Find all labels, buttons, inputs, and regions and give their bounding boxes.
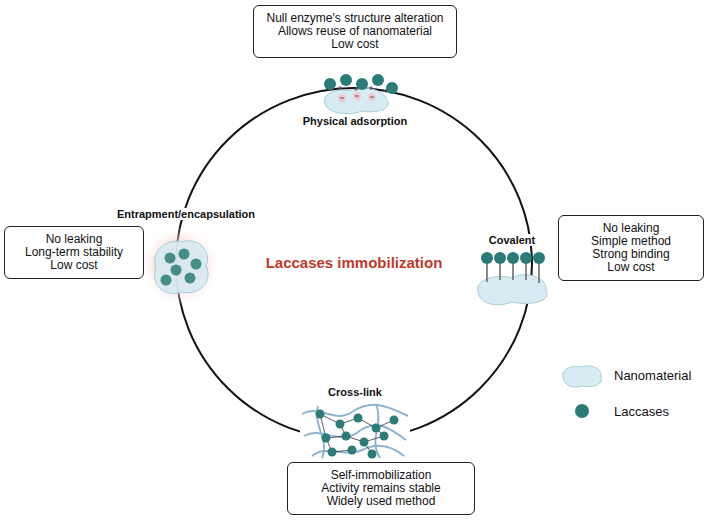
benefit-text: Null enzyme's structure alteration	[261, 12, 449, 25]
benefit-text: Allows reuse of nanomaterial	[261, 25, 449, 38]
nanomaterial-swatch	[563, 366, 602, 387]
benefit-text: Low cost	[566, 261, 696, 274]
benefit-box: Self-immobilizationActivity remains stab…	[287, 462, 475, 515]
benefit-box: No leakingLong-term stabilityLow cost	[4, 226, 144, 279]
benefit-text: Low cost	[12, 259, 136, 272]
physical-adsorption-figure	[324, 74, 398, 114]
benefit-text: No leaking	[566, 222, 696, 235]
legend-text: Laccases	[614, 404, 669, 419]
benefit-text: Low cost	[261, 38, 449, 51]
legend-entry: Laccases	[560, 398, 669, 424]
covalent-figure	[478, 252, 547, 305]
benefit-text: Self-immobilization	[295, 469, 467, 482]
legend-text: Nanomaterial	[614, 368, 691, 383]
benefit-text: No leaking	[12, 233, 136, 246]
method-label: Entrapment/encapsulation	[115, 208, 257, 220]
benefit-text: Activity remains stable	[295, 482, 467, 495]
entrapment-figure	[140, 226, 220, 306]
cycle-title: Laccases immobilization	[264, 254, 445, 271]
benefit-text: Simple method	[566, 235, 696, 248]
benefit-text: Strong binding	[566, 248, 696, 261]
legend-sample	[560, 362, 604, 388]
laccase-swatch	[575, 404, 589, 418]
method-label: Cross-link	[326, 386, 384, 398]
benefit-text: Widely used method	[295, 495, 467, 508]
legend-entry: Nanomaterial	[560, 362, 691, 388]
method-label: Physical adsorption	[301, 115, 410, 127]
benefit-box: Null enzyme's structure alterationAllows…	[253, 5, 457, 58]
benefit-text: Long-term stability	[12, 246, 136, 259]
cross-link-figure	[300, 404, 410, 459]
method-label: Covalent	[487, 234, 537, 246]
legend-sample	[560, 398, 604, 424]
benefit-box: No leakingSimple methodStrong bindingLow…	[558, 215, 704, 281]
cycle-ring	[176, 88, 532, 440]
